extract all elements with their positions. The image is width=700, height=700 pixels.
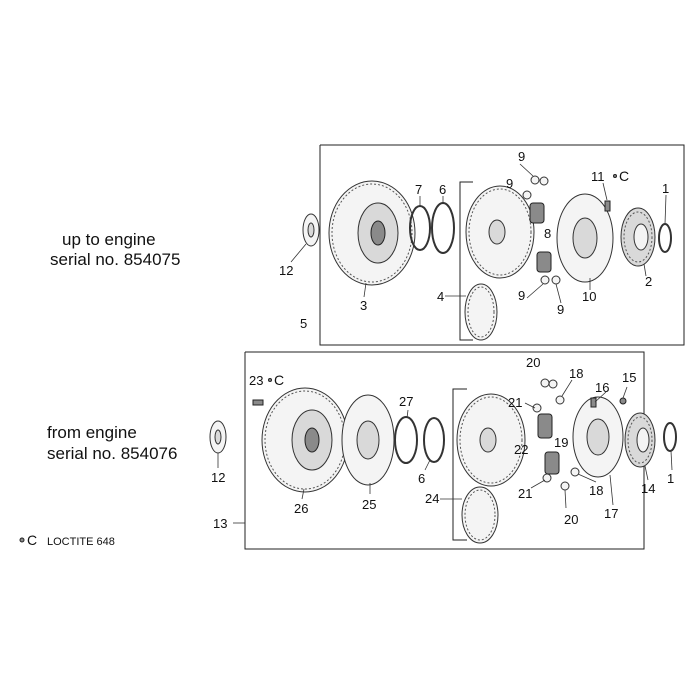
callout-12-upper: 12	[279, 263, 293, 278]
callout-1-upper: 1	[662, 181, 669, 196]
ring-6-lower	[423, 417, 445, 463]
callout-15: 15	[622, 370, 636, 385]
upper-bracket-4	[459, 181, 473, 341]
upper-assembly	[290, 144, 685, 346]
spring-8-lower	[536, 251, 552, 273]
washer-18-b	[570, 467, 580, 477]
callout-9-d: 9	[557, 302, 564, 317]
screw-23	[252, 399, 264, 406]
callout-19: 19	[554, 435, 568, 450]
washer-15	[619, 397, 627, 405]
callout-13: 13	[213, 516, 227, 531]
callout-3: 3	[360, 298, 367, 313]
loctite-icon-23	[268, 378, 272, 382]
callout-21-a: 21	[508, 395, 522, 410]
washer-9-c	[540, 275, 550, 285]
upper-frame	[319, 144, 685, 346]
callout-1-lower: 1	[667, 471, 674, 486]
callout-7: 7	[415, 182, 422, 197]
washer-9-d	[551, 275, 561, 285]
caption-lower-line2: serial no. 854076	[47, 444, 177, 463]
callout-9-c: 9	[518, 288, 525, 303]
callout-16: 16	[595, 380, 609, 395]
callout-11: 11	[591, 169, 605, 184]
washer-21-a	[532, 403, 542, 413]
lower-assembly	[209, 351, 677, 550]
loctite-icon	[19, 537, 25, 543]
callout-23: 23	[249, 373, 263, 388]
screw-11	[604, 200, 611, 212]
legend: C LOCTITE 648	[19, 532, 115, 548]
callout-4: 4	[437, 289, 444, 304]
legend-text: LOCTITE 648	[47, 536, 115, 548]
callout-25: 25	[362, 497, 376, 512]
small-gear-4	[464, 283, 498, 341]
circlip-1-upper	[658, 223, 672, 253]
caption-lower-line1: from engine	[47, 423, 137, 442]
caption-upper-line2: serial no. 854075	[50, 250, 180, 269]
callout-20-b: 20	[564, 512, 578, 527]
spring-19	[544, 451, 560, 475]
callout-26: 26	[294, 501, 308, 516]
callout-9-b: 9	[506, 176, 513, 191]
callout-6-upper: 6	[439, 182, 446, 197]
callout-27: 27	[399, 394, 413, 409]
legend-symbol: C	[27, 532, 37, 548]
callout-18-a: 18	[569, 366, 583, 381]
callout-12-lower: 12	[211, 470, 225, 485]
callout-11-loctite: C	[619, 168, 629, 184]
lower-callouts: 1 6 12 13 14 15 16 17 18 18 19 20 20 21 …	[211, 355, 674, 531]
spring-22	[537, 413, 553, 439]
callout-18-b: 18	[589, 483, 603, 498]
callout-21-b: 21	[518, 486, 532, 501]
lower-bracket-24	[452, 388, 467, 541]
washer-18-a	[555, 395, 565, 405]
ring-6-upper	[431, 202, 455, 254]
callout-23-loctite: C	[274, 372, 284, 388]
screw-16	[590, 397, 597, 408]
washer-20-a	[540, 378, 550, 388]
caption-upper-line1: up to engine	[62, 230, 156, 249]
washer-9-a	[530, 175, 540, 185]
callout-24: 24	[425, 491, 439, 506]
washer-20-b	[560, 481, 570, 491]
callout-5: 5	[300, 316, 307, 331]
callout-22: 22	[514, 442, 528, 457]
circlip-1-lower	[663, 422, 677, 452]
loctite-icon-11	[613, 174, 617, 178]
callout-14: 14	[641, 481, 655, 496]
ring-27	[394, 416, 418, 464]
callout-17: 17	[604, 506, 618, 521]
callout-2: 2	[645, 274, 652, 289]
spring-8-upper	[529, 202, 545, 224]
washer-9-b	[522, 190, 532, 200]
lower-frame	[244, 351, 645, 550]
upper-callouts: 1 2 3 4 5 6 7 8 9 9 9 9 10 11 C 12	[279, 149, 669, 331]
callout-20-a: 20	[526, 355, 540, 370]
callout-8: 8	[544, 226, 551, 241]
small-gear-24	[461, 486, 499, 544]
callout-6-lower: 6	[418, 471, 425, 486]
callout-10: 10	[582, 289, 596, 304]
callout-9-a: 9	[518, 149, 525, 164]
